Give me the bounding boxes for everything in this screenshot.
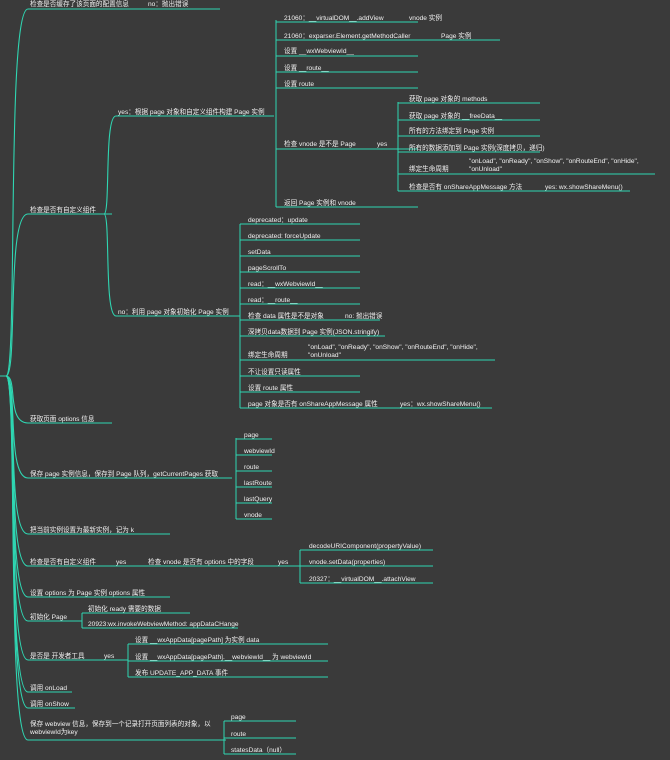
node-init-ready-data: 初始化 ready 需要的数据 [88,606,161,613]
node-yes-build-page: yes：根据 page 对象和自定义组件构建 Page 实例 [118,109,265,116]
node-get-options: 获取页面 options 信息 [30,416,95,423]
node-set-route-attr: 设置 route 属性 [248,385,294,392]
node-webview-page: page [231,714,246,721]
node-webview-states-data: statesData（null） [231,747,286,754]
node-get-methods: 获取 page 对象的 methods [409,96,488,103]
connector-curve-11 [5,375,29,741]
node-check-share-b-detail: yes：wx.showShareMenu() [400,401,481,408]
node-check-share-b: page 对象是否有 onShareAppMessage 属性 [248,401,378,408]
node-call-onload: 调用 onLoad [30,685,68,692]
node-check-vnode-options: 检查 vnode 是否有 options 中的字段 [148,559,254,566]
node-save-page-instance: 保存 page 实例信息，保存到 Page 队列，getCurrentPages… [30,471,218,478]
node-read-route: read：__route__ [248,297,298,304]
connector-curve-7 [5,375,29,622]
node-check-custom-component-2-yes: yes [116,559,127,566]
node-check-data-object-detail: no: 抛出错误 [345,313,383,320]
node-queue-vnode: vnode [244,512,262,519]
node-set-app-data-webview: 设置 __wxAppData[pagePath].__webviewId__ 为… [135,654,312,661]
node-bind-lifecycle-b-detail: "onLoad", "onReady", "onShow", "onRouteE… [308,344,478,359]
connector-curve-4 [5,375,29,535]
node-no-readonly: 不让设置只读属性 [248,369,301,376]
connector-curve-25 [103,115,117,215]
node-deep-copy-data: 深拷贝data数据到 Page 实例(JSON.stringify) [248,329,380,336]
node-add-view-detail: vnode 实例 [409,15,442,22]
node-check-custom-component-2: 检查是否有自定义组件 [30,559,96,566]
node-check-share-a-detail: yes: wx.showShareMenu() [545,184,623,191]
node-bind-methods: 所有的方法绑定到 Page 实例 [409,128,495,135]
node-get-free-data: 获取 page 对象的 __freeData__ [409,113,503,120]
node-deprecated-force-update: deprecated: forceUpdate [248,233,321,240]
node-init-page: 初始化 Page [30,614,68,621]
node-page-scroll-to: pageScrollTo [248,265,287,272]
node-read-webview-id: read：__wxWebviewId__ [248,281,323,288]
node-check-share-a: 检查是否有 onShareAppMessage 方法 [409,184,523,191]
node-add-view: 21060：__virtualDOM__.addView [284,15,384,22]
node-queue-route: route [244,464,260,471]
node-decode-uri: decodeURIComponent(propertyValue) [309,543,422,550]
node-queue-last-route: lastRoute [244,480,272,487]
node-vnode-set-data: vnode.setData(properties) [309,559,386,566]
node-check-cache-no: no：抛出错误 [148,1,189,8]
node-check-vnode-options-yes: yes [278,559,289,566]
node-check-vnode-page: 检查 vnode 是不是 Page [284,141,356,148]
connector-curve-26 [103,213,117,317]
node-copy-data: 所有的数据添加到 Page 实例(深度拷贝，递归) [409,145,545,152]
node-check-cache: 检查是否缓存了该页面的配置信息 [30,1,129,8]
node-set-data: setData [248,249,271,256]
node-queue-last-query: lastQuery [244,496,273,503]
node-bind-lifecycle-a: 绑定生命周期 [409,166,449,173]
connector-curve-0 [5,8,29,377]
node-check-vnode-page-yes: yes [377,141,388,148]
node-set-app-data: 设置 __wxAppData[pagePath] 为实例 data [135,637,260,644]
node-set-webview-id: 设置 __wxWebviewId__ [284,48,354,55]
node-queue-page: page [244,432,259,439]
node-save-webview: 保存 webview 信息，保存到一个记录打开页面列表的对象，以 webview… [30,721,211,736]
node-invoke-webview: 20923:wx.invokeWebviewMethod: appDataCHa… [88,621,239,628]
connector-curve-1 [5,213,29,377]
node-webview-route: route [231,731,247,738]
node-bind-lifecycle-a-detail: "onLoad", "onReady", "onShow", "onRouteE… [469,158,639,173]
node-method-caller: 21060：exparser.Element.getMethodCaller [284,33,411,40]
connector-curve-5 [5,375,29,567]
node-method-caller-detail: Page 实例 [441,33,472,40]
node-attach-view: 20327：__virtualDOM__.attachView [309,576,416,583]
node-deprecated-update: deprecated：update [248,217,308,224]
node-set-route: 设置 route [284,81,315,88]
node-check-custom-component: 检查是否有自定义组件 [30,207,96,214]
node-set-latest-instance: 把当前实例设置为最新实例，记为 k [30,527,135,534]
node-queue-webview-id: webviewId [244,448,275,455]
node-set-options: 设置 options 为 Page 实例 options 属性 [30,590,146,597]
node-call-onshow: 调用 onShow [30,701,69,708]
node-is-dev-tools-yes: yes [104,653,115,660]
node-no-init-page: no：利用 page 对象初始化 Page 实例 [118,309,229,316]
node-check-data-object: 检查 data 属性是不是对象 [248,313,324,320]
node-is-dev-tools: 是否是 开发者工具 [30,653,85,660]
connector-curve-2 [5,375,29,424]
node-return-page: 返回 Page 实例和 vnode [284,200,356,207]
connector-curve-8 [5,375,29,661]
node-set-route-private: 设置 __route__ [284,65,329,72]
node-publish-update: 发布 UPDATE_APP_DATA 事件 [135,670,229,677]
node-bind-lifecycle-b: 绑定生命周期 [248,352,288,359]
